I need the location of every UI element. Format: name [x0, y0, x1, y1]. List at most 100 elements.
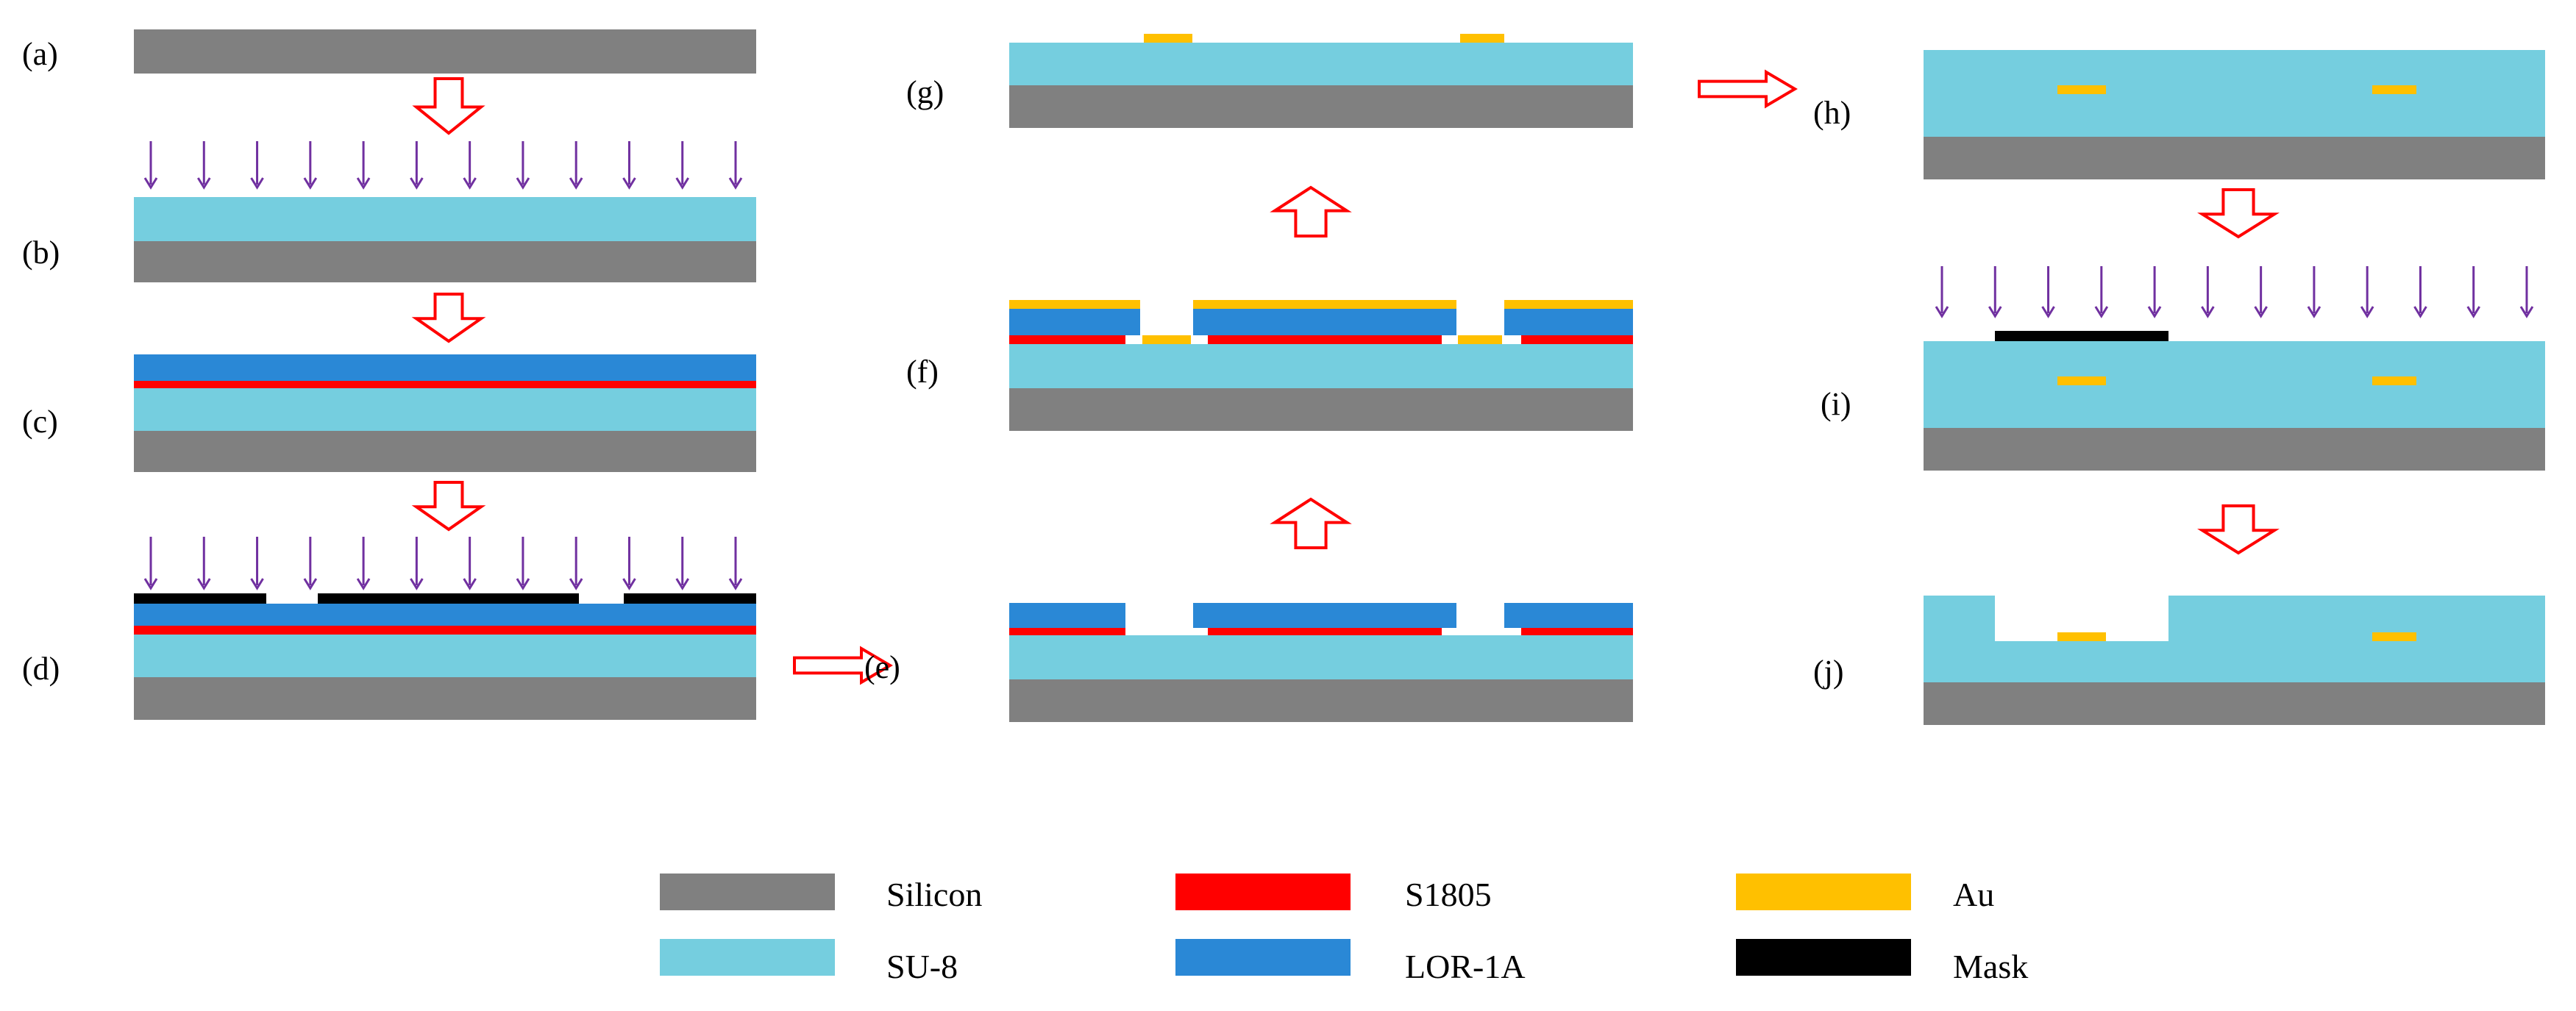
uv-arrow-icon [250, 537, 264, 590]
su8-layer [1924, 50, 2545, 137]
legend-label-mask: Mask [1953, 948, 2028, 985]
silicon-layer [134, 241, 756, 282]
su8-layer [134, 197, 756, 241]
uv-arrow-icon [463, 141, 477, 190]
block-arrow-shape [793, 646, 893, 685]
s1805-segment [1009, 335, 1125, 344]
silicon-layer [134, 677, 756, 720]
uv-arrow-icon [622, 537, 636, 590]
step-a: (a) [22, 29, 756, 74]
au-electrode [2372, 376, 2416, 385]
step-a-label: (a) [22, 36, 58, 72]
uv-arrow-icon [303, 537, 318, 590]
legend-label-au: Au [1953, 876, 1994, 913]
uv-arrow-icon [569, 537, 583, 590]
lor1a-layer [134, 604, 756, 626]
mask-segment [1995, 331, 2168, 341]
uv-arrow-icon [143, 141, 158, 190]
step-b: (b) [22, 141, 756, 282]
s1805-layer [134, 626, 756, 635]
step-d-label: (d) [22, 651, 60, 687]
s1805-segment [1009, 628, 1125, 635]
down-arrow-icon [2197, 188, 2280, 239]
uv-arrow-icon [2254, 266, 2268, 318]
lor1a-segment [1504, 309, 1633, 335]
legend-swatch-au [1736, 874, 1911, 910]
mask-segment [624, 593, 756, 604]
lor1a-layer [134, 354, 756, 381]
su8-layer [134, 635, 756, 677]
uv-arrow-icon [516, 537, 530, 590]
uv-arrow-icon [728, 141, 743, 190]
uv-arrow-icon [1935, 266, 1949, 318]
uv-arrow-icon [569, 141, 583, 190]
lor1a-segment [1009, 309, 1140, 335]
mask-segment [318, 593, 579, 604]
right-arrow-icon [793, 646, 893, 685]
step-j-label: (j) [1813, 654, 1844, 690]
su8-layer [1009, 635, 1633, 679]
su8-layer [1009, 344, 1633, 388]
uv-arrow-icon [250, 141, 264, 190]
uv-arrow-icon [2413, 266, 2427, 318]
block-arrow-shape [2197, 504, 2280, 555]
legend: Silicon SU-8 S1805 LOR-1A Au Mask [660, 874, 2028, 985]
lor1a-segment [1009, 603, 1125, 628]
step-c-label: (c) [22, 404, 58, 440]
right-arrow-icon [1698, 69, 1798, 109]
uv-arrow-icon [2094, 266, 2109, 318]
uv-arrow-icon [463, 537, 477, 590]
au-electrode [1458, 335, 1502, 344]
uv-arrow-icon [196, 537, 211, 590]
legend-swatch-lor1a [1175, 939, 1351, 976]
legend-item-su8: SU-8 [660, 939, 958, 985]
step-e: (e) [864, 603, 1633, 722]
legend-item-s1805: S1805 [1175, 874, 1492, 913]
step-f: (f) [906, 300, 1633, 431]
uv-arrow-icon [410, 537, 424, 590]
legend-label-silicon: Silicon [886, 876, 982, 913]
s1805-segment [1521, 335, 1633, 344]
au-electrode [2057, 85, 2106, 94]
uv-arrow-icon [1988, 266, 2002, 318]
block-arrow-shape [412, 77, 485, 135]
step-e-label: (e) [864, 649, 900, 685]
down-arrow-icon [411, 481, 486, 532]
silicon-layer [1009, 388, 1633, 431]
legend-swatch-silicon [660, 874, 835, 910]
mask-segment [134, 593, 266, 604]
step-d: (d) [22, 537, 756, 720]
au-electrode [2372, 632, 2416, 641]
uv-arrow-icon [2360, 266, 2374, 318]
uv-arrow-icon [675, 141, 690, 190]
au-electrode [2057, 376, 2106, 385]
legend-item-mask: Mask [1736, 939, 2028, 985]
block-arrow-shape [411, 481, 486, 532]
lor1a-segment [1193, 603, 1456, 628]
au-segment [1009, 300, 1140, 309]
uv-arrow-icon [196, 141, 211, 190]
step-h-label: (h) [1813, 95, 1851, 131]
s1805-segment [1521, 628, 1633, 635]
step-g-label: (g) [906, 74, 944, 110]
up-arrow-icon [1270, 185, 1352, 237]
silicon-layer [1009, 85, 1633, 128]
silicon-layer [134, 431, 756, 472]
legend-swatch-su8 [660, 939, 835, 976]
su8-layer [1924, 341, 2545, 428]
uv-arrow-icon [356, 537, 371, 590]
uv-arrow-icon [2519, 266, 2534, 318]
step-h: (h) [1813, 50, 2545, 179]
au-electrode [1144, 34, 1192, 43]
legend-item-lor1a: LOR-1A [1175, 939, 1526, 985]
uv-arrow-icon [622, 141, 636, 190]
step-f-label: (f) [906, 354, 939, 390]
uv-arrow-icon [516, 141, 530, 190]
uv-arrow-icon [2041, 266, 2055, 318]
step-b-label: (b) [22, 235, 60, 271]
su8-layer [1009, 43, 1633, 85]
uv-exposure-arrows [143, 141, 743, 190]
su8-layer [134, 388, 756, 431]
silicon-layer [134, 29, 756, 74]
